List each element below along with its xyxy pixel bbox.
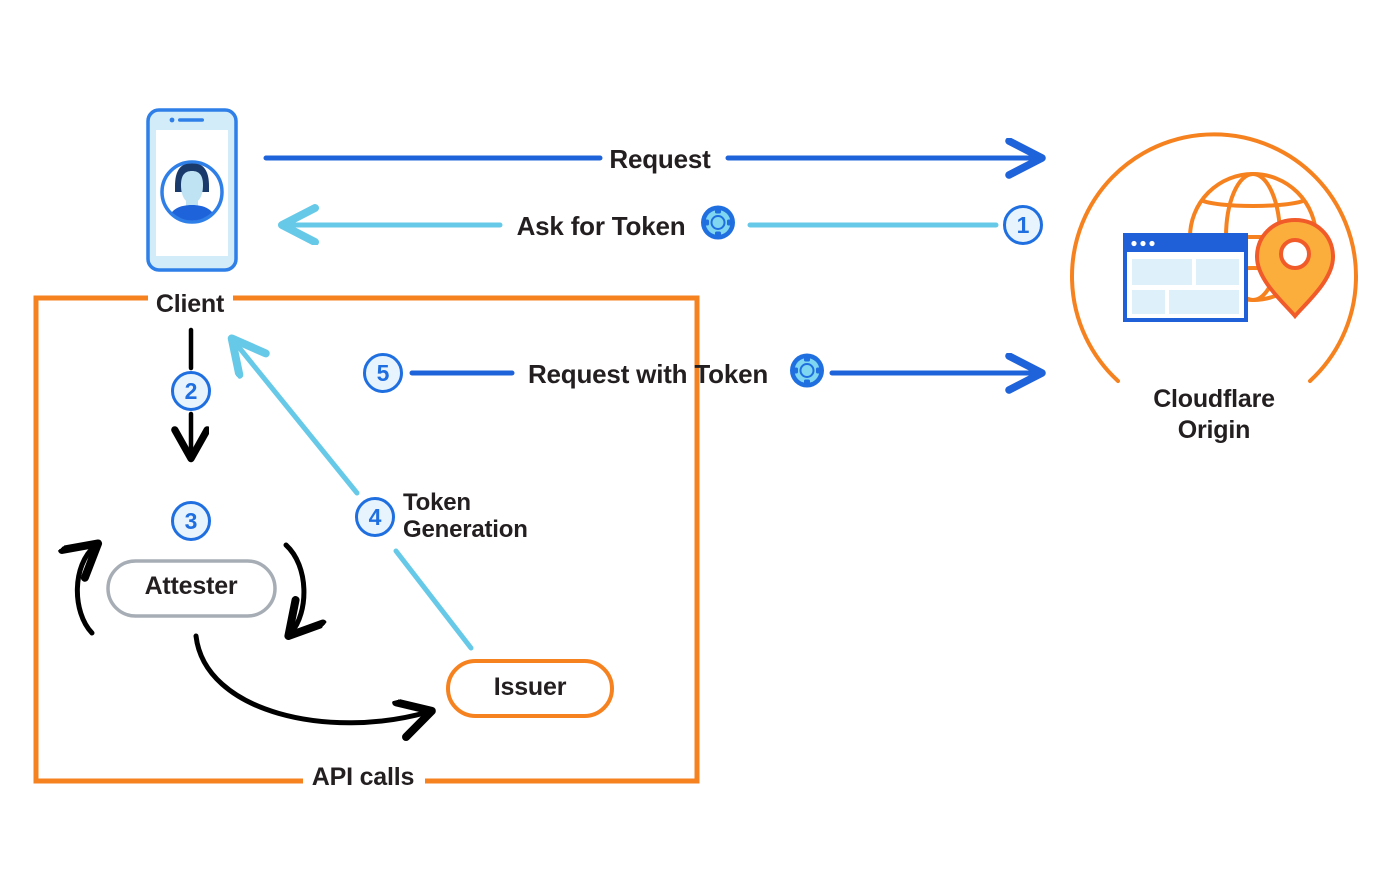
cloudflare-origin-icon bbox=[1070, 132, 1358, 383]
boundary-label-api-calls: API calls bbox=[311, 763, 415, 791]
step-badge-2: 2 bbox=[171, 371, 211, 411]
browser-window-icon bbox=[1123, 233, 1248, 322]
attester-node bbox=[106, 559, 277, 618]
user-avatar-icon bbox=[160, 160, 224, 224]
boundary-label-client: Client bbox=[155, 290, 225, 318]
step-badge-3: 3 bbox=[171, 501, 211, 541]
privacy-pass-token-icon bbox=[699, 204, 737, 247]
step-badge-1: 1 bbox=[1003, 205, 1043, 245]
step-badge-4: 4 bbox=[355, 497, 395, 537]
map-pin-icon bbox=[1254, 217, 1336, 320]
flow-label-token-generation: Token Generation bbox=[403, 489, 528, 544]
issuer-node bbox=[446, 659, 614, 718]
step-badge-5: 5 bbox=[363, 353, 403, 393]
node-label-cloudflare-origin: Cloudflare Origin bbox=[1153, 385, 1275, 445]
attester-loop-arrows bbox=[77, 545, 304, 633]
node-label-issuer: Issuer bbox=[493, 673, 567, 701]
privacy-pass-token-icon bbox=[788, 352, 826, 395]
flow-label-request: Request bbox=[609, 144, 711, 174]
flow-token-generation-arrow bbox=[233, 340, 474, 651]
flow-label-request-with-token: Request with Token bbox=[527, 359, 769, 389]
node-label-attester: Attester bbox=[144, 572, 238, 600]
attester-to-issuer-arrow bbox=[193, 633, 428, 723]
mobile-phone-icon bbox=[146, 108, 238, 272]
origin-ring bbox=[1070, 132, 1358, 383]
flow-label-ask-for-token: Ask for Token bbox=[516, 211, 686, 241]
client-boundary-box bbox=[33, 295, 700, 784]
